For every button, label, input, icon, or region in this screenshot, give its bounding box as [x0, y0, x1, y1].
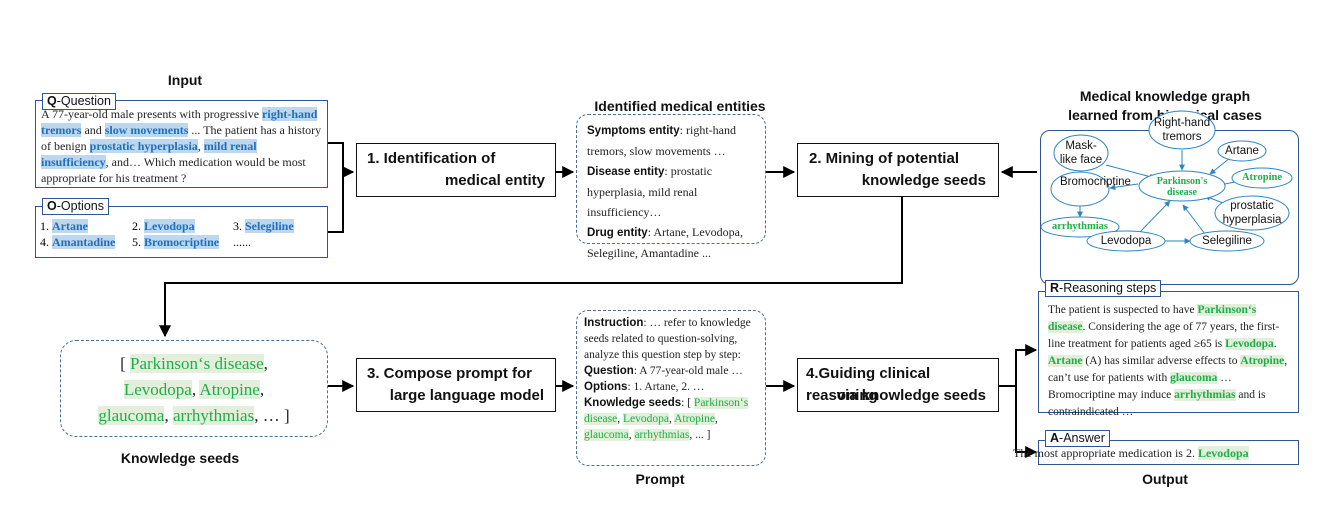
kg-node-selegiline-ellipse: [1189, 230, 1265, 252]
answer-text: The most appropriate medication is 2. Le…: [1013, 446, 1249, 460]
kg-node-mask: Mask-like face: [1059, 140, 1103, 166]
prompt-question-label: Question: [584, 365, 634, 377]
reasoning-panel: The patient is suspected to have Parkins…: [1038, 291, 1299, 418]
step-3-line1: 3. Compose prompt for: [367, 365, 533, 382]
kg-node-mask-ellipse: [1053, 134, 1109, 172]
seed-atropine: Atropine: [199, 380, 260, 399]
entities-box: Symptoms entity: right-hand tremors, slo…: [576, 114, 766, 260]
knowledge-seeds-box: [ Parkinson‘s disease, Levodopa, Atropin…: [60, 340, 328, 437]
question-tag: Q-Question: [42, 93, 116, 110]
flow-to-answer: [1015, 386, 1038, 458]
reasoning-tag: R-Reasoning steps: [1045, 280, 1162, 297]
flow-to-reasoning: [1015, 344, 1038, 386]
question-panel: A 77-year-old male presents with progres…: [35, 100, 328, 188]
step-4-box: 4.Guiding clinical reasoning via knowled…: [797, 358, 999, 412]
kg-edge-levodopa-parkinson: [1137, 200, 1171, 235]
step-3-box: 3. Compose prompt for large language mod…: [356, 358, 556, 412]
kg-node-atropine: Atropine: [1241, 172, 1283, 183]
seed-parkinson: Parkinson‘s disease: [130, 354, 264, 373]
seeds-title: Knowledge seeds: [120, 450, 240, 466]
step-2-line1: 2. Mining of potential: [809, 150, 959, 167]
kg-node-right-hand: Right-hand tremors: [1153, 117, 1211, 143]
step-2-box: 2. Mining of potential knowledge seeds: [797, 143, 999, 197]
kg-node-artane: Artane: [1225, 145, 1259, 157]
kg-edge-selegiline-parkinson: [1182, 204, 1206, 235]
answer-drug: Levodopa: [1197, 446, 1249, 460]
seed-arrhythmias: arrhythmias: [172, 406, 255, 425]
input-title: Input: [167, 72, 203, 88]
kg-node-arrhythmias-ellipse: [1040, 216, 1120, 238]
option-2: 2. Levodopa: [132, 219, 195, 233]
kg-node-levodopa: Levodopa: [1100, 235, 1152, 247]
option-1: 1. Artane: [40, 219, 88, 233]
kg-node-artane-ellipse: [1217, 140, 1267, 162]
step-4-line2: via knowledge seeds: [836, 387, 986, 404]
options-tag: O-Options: [42, 198, 109, 215]
kg-edge-artane-parkinson: [1209, 157, 1231, 175]
answer-tag: A-Answer: [1045, 430, 1110, 447]
entities-title: Identified medical entities: [594, 98, 766, 114]
step-3-line2: large language model: [389, 387, 544, 404]
disease-entity-label: Disease entity: [587, 166, 665, 178]
drug-entity-label: Drug entity: [587, 227, 648, 239]
kg-node-prostatic-ellipse: [1214, 195, 1290, 231]
kg-node-bromo-ellipse: [1050, 171, 1110, 207]
kg-node-atropine-ellipse: [1231, 167, 1293, 189]
question-text: A 77-year-old male presents with progres…: [41, 107, 322, 185]
kg-node-right-hand-ellipse: [1148, 110, 1216, 150]
symptom-highlight-2: slow movements: [104, 123, 189, 137]
knowledge-seeds-list: [ Parkinson‘s disease, Levodopa, Atropin…: [98, 354, 290, 425]
kg-node-parkinson: Parkinson's disease: [1156, 176, 1208, 198]
flow-step2-to-seeds: [159, 197, 903, 338]
kg-node-bromocriptine: Bromocriptine: [1060, 176, 1131, 188]
entities-text: Symptoms entity: right-hand tremors, slo…: [587, 123, 744, 260]
step-1-line2: medical entity: [444, 172, 545, 189]
prompt-box: Instruction: … refer to knowledge seeds …: [576, 310, 766, 466]
options-ellipsis: ......: [233, 235, 251, 249]
kg-edge-parkinson-bromo: [1109, 183, 1139, 191]
flow-question-bracket: [328, 142, 344, 233]
step-1-box: 1. Identification of medical entity: [356, 143, 556, 197]
option-4: 4. Amantadine: [40, 235, 116, 249]
kg-node-arrhythmias: arrhythmias: [1052, 221, 1108, 232]
option-3: 3. Selegiline: [233, 219, 294, 233]
seed-glaucoma: glaucoma: [98, 406, 165, 425]
step-2-line2: knowledge seeds: [861, 172, 986, 189]
prompt-text: Instruction: … refer to knowledge seeds …: [584, 317, 751, 441]
option-5: 5. Bromocriptine: [132, 235, 220, 249]
prompt-options-label: Options: [584, 381, 628, 393]
kg-node-parkinson-ellipse: [1138, 170, 1226, 202]
symptoms-entity-label: Symptoms entity: [587, 125, 680, 137]
disease-highlight-1: prostatic hyperplasia: [89, 139, 198, 153]
kg-edge-mask-parkinson: [1105, 164, 1156, 180]
prompt-seeds-label: Knowledge seeds: [584, 397, 682, 409]
prompt-instruction-label: Instruction: [584, 317, 644, 329]
kg-node-selegiline: Selegiline: [1202, 235, 1252, 247]
prompt-title: Prompt: [635, 471, 685, 487]
output-title: Output: [1142, 471, 1188, 487]
step-4-line1: 4.Guiding clinical reasoning: [806, 365, 931, 404]
seed-levodopa: Levodopa: [123, 380, 192, 399]
step-1-line1: 1. Identification of: [367, 150, 496, 167]
kg-node-prostatic: prostatic hyperplasia: [1222, 200, 1282, 226]
kg-node-levodopa-ellipse: [1086, 230, 1166, 252]
reasoning-text: The patient is suspected to have Parkins…: [1048, 304, 1288, 418]
kg-title-line1: Medical knowledge graph: [1079, 88, 1251, 104]
